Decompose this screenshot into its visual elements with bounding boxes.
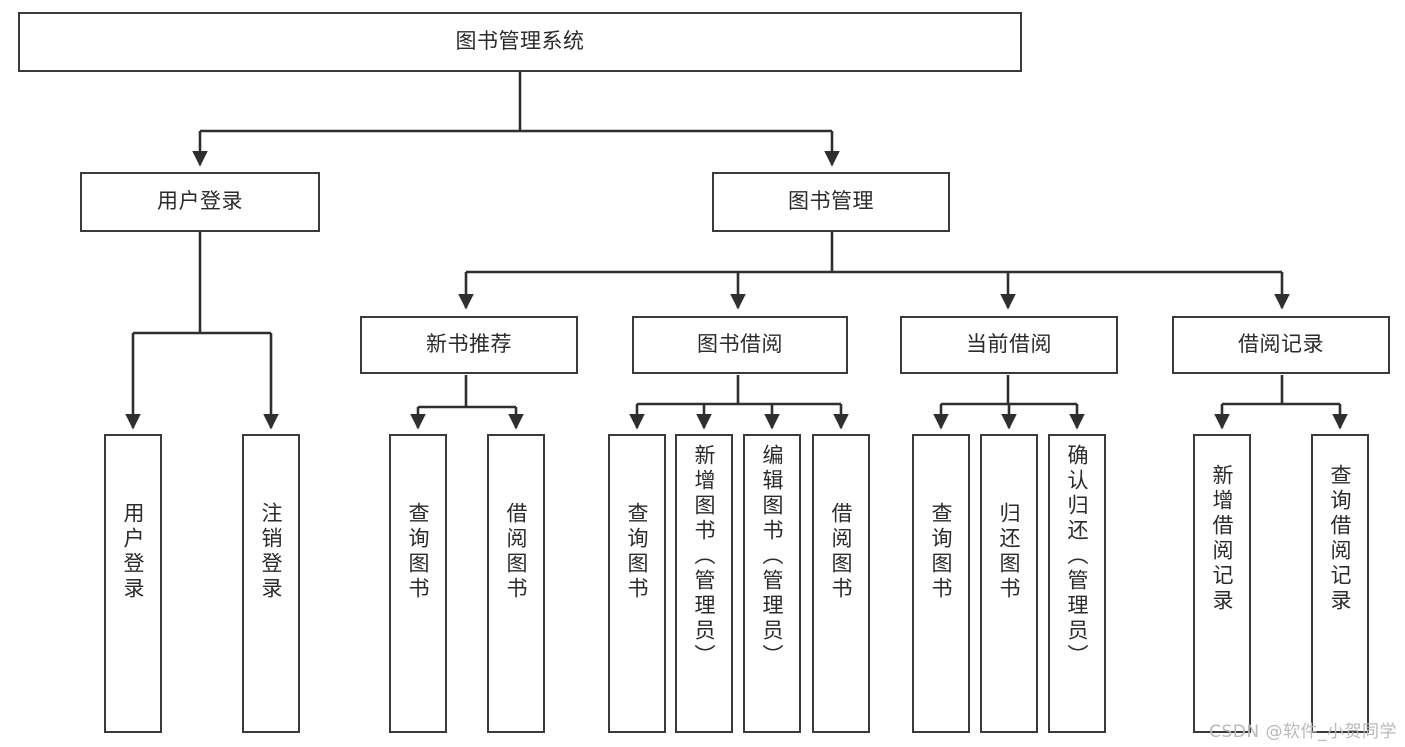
node-user-login[interactable]: 用户登录 — [80, 172, 320, 232]
node-current-borrow[interactable]: 当前借阅 — [900, 316, 1118, 374]
leaf-borrow-add-book-label: 新增图书（管理员） — [692, 444, 717, 669]
leaf-borrow-edit-book-label: 编辑图书（管理员） — [760, 444, 785, 669]
leaf-user-login-logout[interactable]: 注销登录 — [242, 434, 300, 733]
node-book-borrow[interactable]: 图书借阅 — [632, 316, 848, 374]
leaf-borrow-query-book[interactable]: 查询图书 — [608, 434, 666, 733]
leaf-borrow-edit-book[interactable]: 编辑图书（管理员） — [743, 434, 801, 733]
leaf-current-confirm-return[interactable]: 确认归还（管理员） — [1048, 434, 1106, 733]
leaf-record-query-record[interactable]: 查询借阅记录 — [1311, 434, 1369, 733]
leaf-user-login-login[interactable]: 用户登录 — [104, 434, 162, 733]
node-user-login-label: 用户登录 — [157, 189, 243, 214]
node-borrow-record[interactable]: 借阅记录 — [1172, 316, 1390, 374]
node-root[interactable]: 图书管理系统 — [18, 12, 1022, 72]
leaf-recommend-query-book-label: 查询图书 — [406, 502, 431, 602]
node-borrow-record-label: 借阅记录 — [1238, 332, 1324, 357]
csdn-watermark: CSDN @软件_小贺同学 — [1209, 722, 1397, 742]
leaf-user-login-logout-label: 注销登录 — [259, 502, 284, 602]
leaf-recommend-borrow-book-label: 借阅图书 — [504, 502, 529, 602]
node-book-borrow-label: 图书借阅 — [697, 332, 783, 357]
leaf-user-login-login-label: 用户登录 — [121, 502, 146, 602]
node-book-management-label: 图书管理 — [788, 189, 874, 214]
leaf-borrow-add-book[interactable]: 新增图书（管理员） — [675, 434, 733, 733]
leaf-recommend-borrow-book[interactable]: 借阅图书 — [487, 434, 545, 733]
leaf-record-query-record-label: 查询借阅记录 — [1328, 464, 1353, 614]
leaf-borrow-borrow-book-label: 借阅图书 — [829, 502, 854, 602]
node-new-book-recommend[interactable]: 新书推荐 — [360, 316, 578, 374]
node-new-book-recommend-label: 新书推荐 — [426, 332, 512, 357]
leaf-record-add-record-label: 新增借阅记录 — [1210, 464, 1235, 614]
node-current-borrow-label: 当前借阅 — [966, 332, 1052, 357]
node-book-management[interactable]: 图书管理 — [712, 172, 950, 232]
node-root-label: 图书管理系统 — [455, 29, 585, 54]
leaf-current-return-book[interactable]: 归还图书 — [980, 434, 1038, 733]
leaf-record-add-record[interactable]: 新增借阅记录 — [1193, 434, 1251, 733]
leaf-current-query-book-label: 查询图书 — [929, 502, 954, 602]
leaf-current-query-book[interactable]: 查询图书 — [912, 434, 970, 733]
leaf-current-return-book-label: 归还图书 — [997, 502, 1022, 602]
leaf-recommend-query-book[interactable]: 查询图书 — [389, 434, 447, 733]
leaf-borrow-borrow-book[interactable]: 借阅图书 — [812, 434, 870, 733]
leaf-borrow-query-book-label: 查询图书 — [625, 502, 650, 602]
leaf-current-confirm-return-label: 确认归还（管理员） — [1065, 444, 1090, 669]
